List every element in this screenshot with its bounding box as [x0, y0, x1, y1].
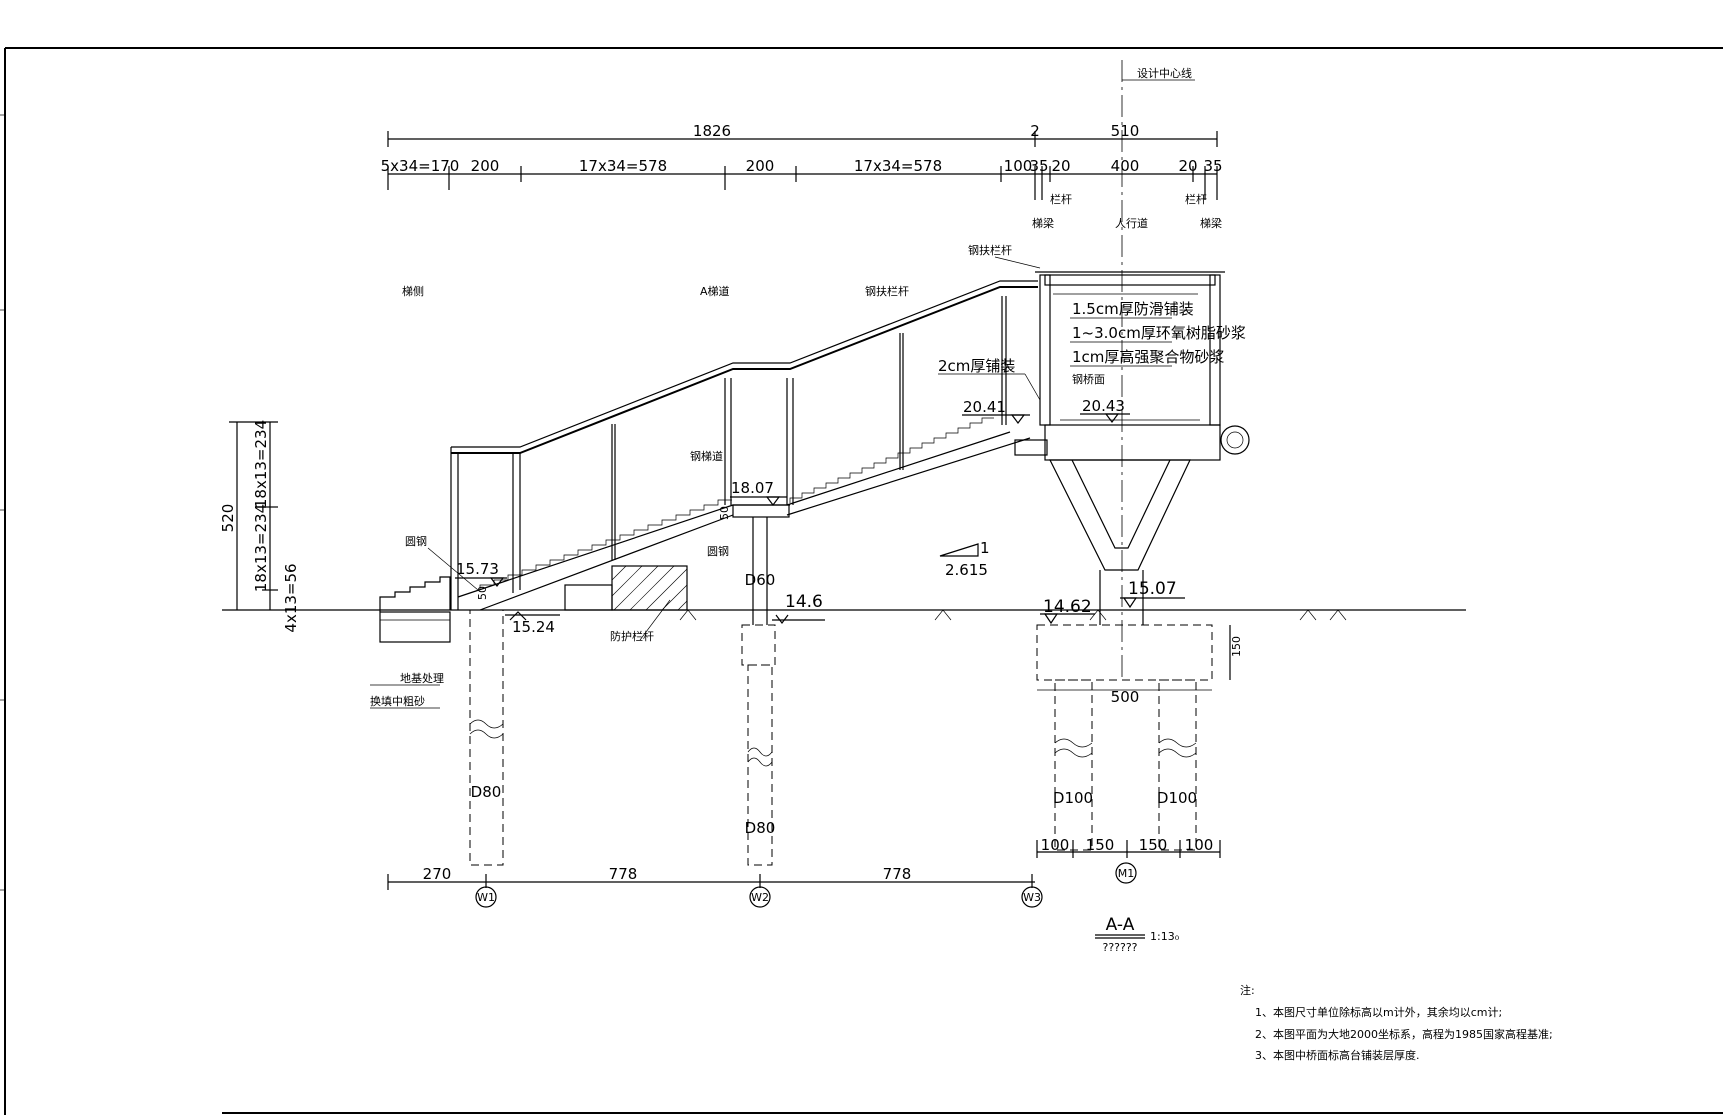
- column-mark-2: 50: [718, 506, 731, 520]
- elevation-landing: 18.07: [731, 479, 774, 497]
- bridge-deck: 1.5cm厚防滑铺装 1~3.0cm厚环氧树脂砂浆 1cm厚高强聚合物砂浆 钢桥…: [938, 271, 1250, 706]
- pile-m1-right-label: D100: [1157, 789, 1197, 807]
- slab-layer-5: 2cm厚铺装: [938, 357, 1015, 375]
- view-title-block: A-A ?????? 1:13₀: [1095, 915, 1180, 954]
- dim-left-upper: 18x13=234: [252, 420, 270, 508]
- dim-seg-2: 200: [471, 157, 500, 175]
- dim-seg-5: 17x34=578: [854, 157, 942, 175]
- dim-overall: 1826: [693, 122, 731, 140]
- note-1: 1、本图尺寸单位除标高以m计外，其余均以cm计;: [1255, 1005, 1502, 1019]
- slope-symbol: 1 2.615: [939, 539, 990, 579]
- elevation-stair-bottom: 15.73: [456, 560, 499, 578]
- dim-seg-10: 20: [1178, 157, 1197, 175]
- slab-layer-1: 1.5cm厚防滑铺装: [1072, 300, 1194, 318]
- bottom-dim-3: 778: [883, 865, 912, 883]
- elevation-marks: 20.41 20.43 18.07 15.73 15.24 14.6 14.62…: [455, 397, 1185, 636]
- notes-block: 注: 1、本图尺寸单位除标高以m计外，其余均以cm计; 2、本图平面为大地200…: [1240, 983, 1553, 1062]
- elevation-ground-mid: 14.6: [785, 592, 823, 612]
- elevation-ground-right-b: 15.07: [1128, 579, 1177, 599]
- edge-left-label: 梯梁: [1032, 216, 1054, 230]
- ground-line: [222, 609, 1466, 621]
- piles: D80 D60 D80 D100 D100: [469, 517, 1197, 866]
- dim-seg-9: 400: [1111, 157, 1140, 175]
- bottom-dim-1: 270: [423, 865, 452, 883]
- drawing-frame: [0, 47, 1723, 1115]
- dim-seg-3: 17x34=578: [579, 157, 667, 175]
- foundation-label-1: 地基处理: [400, 672, 444, 685]
- elevation-deck-left: 20.41: [963, 398, 1006, 416]
- cap-dim-2: 150: [1086, 836, 1115, 854]
- axis-marker-w1: W1: [477, 891, 495, 904]
- joint-label-2: 圆钢: [707, 545, 729, 558]
- handrail-label-1: 钢扶栏杆: [865, 284, 909, 298]
- cap-dim-4: 100: [1185, 836, 1214, 854]
- slab-layer-3: 1cm厚高强聚合物砂浆: [1072, 348, 1224, 366]
- dim-seg-7: 35: [1029, 157, 1048, 175]
- center-line: 设计中心线: [1121, 60, 1195, 680]
- left-edge-label: 梯侧: [402, 285, 424, 298]
- view-subtitle: ??????: [1102, 941, 1137, 954]
- handrail-label-2: 钢扶栏杆: [968, 243, 1012, 257]
- stair-a-label: A梯道: [700, 284, 730, 298]
- bottom-dimensions: 270 778 778 W1 W2 W3 M1: [387, 862, 1137, 908]
- dim-seg-1: 5x34=170: [381, 157, 460, 175]
- railing-right-label: 栏杆: [1185, 192, 1207, 206]
- top-dimensions: 1826 510 2 5x34=170 200 17x34=578 200 17…: [381, 122, 1223, 200]
- slope-run: 2.615: [945, 561, 988, 579]
- slab-layer-4: 钢桥面: [1072, 373, 1105, 386]
- slab-layer-2: 1~3.0cm厚环氧树脂砂浆: [1072, 324, 1246, 342]
- walkway-label: 人行道: [1115, 216, 1148, 230]
- stair-slab-label: 钢梯道: [690, 449, 723, 463]
- hatch-pattern: [611, 565, 688, 611]
- pile-w2-column-label: D60: [745, 571, 776, 589]
- pile-cap-dimensions: 100 150 150 100: [1036, 836, 1221, 858]
- dim-seg-8: 20: [1051, 157, 1070, 175]
- railing-left-label: 栏杆: [1050, 192, 1072, 206]
- dim-seg-11: 35: [1203, 157, 1222, 175]
- note-3: 3、本图中桥面标高台铺装层厚度.: [1255, 1048, 1420, 1062]
- edge-right-label: 梯梁: [1200, 216, 1222, 230]
- pile-cap-note-label: 防护栏杆: [610, 629, 654, 643]
- dim-marker: 2: [1030, 122, 1040, 140]
- cap-dim-1: 100: [1041, 836, 1070, 854]
- stair-structure: 圆钢 圆钢 50 50 防护栏杆 地基处理 换填中粗砂: [370, 280, 1038, 709]
- note-2: 2、本图平面为大地2000坐标系，高程为1985国家高程基准;: [1255, 1027, 1553, 1041]
- elevation-deck-center: 20.43: [1082, 397, 1125, 415]
- axis-marker-w2: W2: [751, 891, 769, 904]
- dim-seg-6: 100: [1004, 157, 1033, 175]
- axis-marker-m1: M1: [1118, 867, 1135, 880]
- pile-w1-label: D80: [471, 783, 502, 801]
- foundation-label-2: 换填中粗砂: [370, 694, 425, 708]
- column-mark-1: 50: [476, 586, 489, 600]
- pile-m1-left-label: D100: [1053, 789, 1093, 807]
- elevation-ground-left: 15.24: [512, 618, 555, 636]
- dim-right-overall: 510: [1111, 122, 1140, 140]
- notes-heading: 注:: [1240, 983, 1255, 997]
- left-dimensions: 520 18x13=234 18x13=234 4x13=56: [219, 420, 300, 633]
- dim-left-middle: 18x13=234: [252, 504, 270, 592]
- axis-note-label: 设计中心线: [1137, 66, 1192, 80]
- dim-left-total: 520: [219, 504, 237, 533]
- dim-seg-4: 200: [746, 157, 775, 175]
- cap-width-label: 500: [1111, 688, 1140, 706]
- cap-height-label: 150: [1230, 636, 1243, 657]
- elevation-ground-right-a: 14.62: [1043, 597, 1092, 617]
- pile-w2-label: D80: [745, 819, 776, 837]
- bottom-dim-2: 778: [609, 865, 638, 883]
- slope-rise: 1: [980, 539, 990, 557]
- cap-dim-3: 150: [1139, 836, 1168, 854]
- dim-left-lower: 4x13=56: [282, 563, 300, 632]
- view-scale: 1:13₀: [1150, 930, 1180, 943]
- view-title: A-A: [1106, 915, 1135, 935]
- joint-label-1: 圆钢: [405, 535, 427, 548]
- axis-marker-w3: W3: [1023, 891, 1041, 904]
